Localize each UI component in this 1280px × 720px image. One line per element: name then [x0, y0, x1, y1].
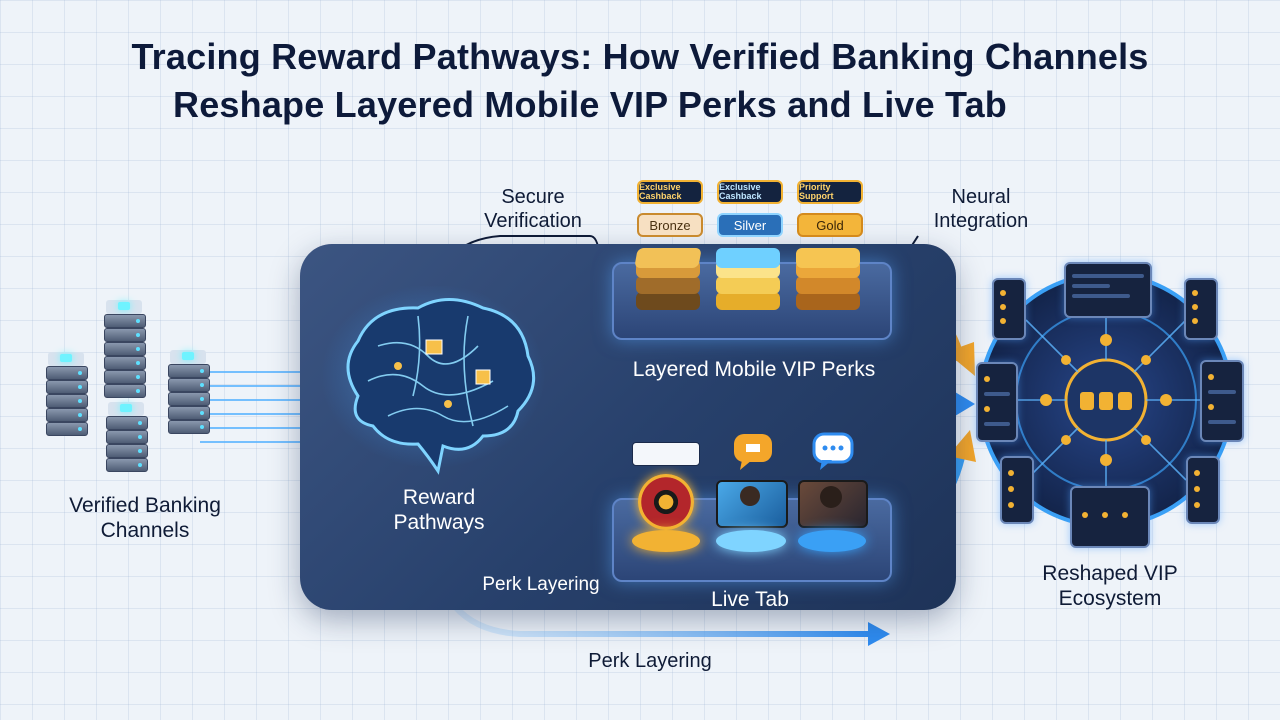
page-title-line-1: Tracing Reward Pathways: How Verified Ba… [131, 36, 1149, 77]
perk-badge-label: Priority Support [799, 182, 834, 201]
page-title-line-2: Reshape Layered Mobile VIP Perks and Liv… [173, 84, 1007, 125]
chat-bubble-icon [812, 432, 854, 470]
live-dealer-card-1 [716, 480, 788, 528]
phone-icon [1200, 360, 1244, 442]
phone-icon [1064, 262, 1152, 318]
phone-icon [1186, 456, 1220, 524]
tier-gold: Gold [797, 213, 863, 237]
tier-label: Silver [733, 217, 767, 233]
neural-integration-label: Neural Integration [933, 186, 1029, 232]
perk-badge-cashback-2: Exclusive Cashback [717, 180, 783, 204]
phone-icon [1000, 456, 1034, 524]
secure-verification-label: Secure Verification [484, 186, 582, 232]
live-dealer-card-2 [798, 480, 868, 528]
chat-bubble-icon [734, 434, 772, 470]
dealer-avatar [740, 486, 760, 506]
brain-circuit-icon [321, 286, 545, 475]
live-pad-silver [716, 530, 786, 552]
phone-icon [976, 362, 1018, 442]
phone-icon [1070, 486, 1150, 548]
perk-badge-label: Exclusive Cashback [719, 182, 762, 201]
tier-bronze: Bronze [637, 213, 703, 237]
live-tab-label: Live Tab [711, 588, 789, 611]
phone-icon [992, 278, 1026, 340]
perk-badge-label: Exclusive Cashback [639, 182, 682, 201]
reshaped-ecosystem-label: Reshaped VIP Ecosystem [1042, 562, 1178, 610]
perk-badge-priority: Priority Support [797, 180, 863, 204]
layered-perks-label: Layered Mobile VIP Perks [632, 358, 876, 381]
bronze-stack [634, 248, 702, 318]
verified-banking-label: Verified Banking Channels [69, 494, 221, 542]
live-chip-widget [632, 442, 700, 466]
phone-icon [1184, 278, 1218, 340]
center-arrow-head [955, 392, 975, 416]
perk-layering-outer-label: Perk Layering [588, 650, 712, 672]
gold-stack [796, 248, 860, 318]
tier-silver: Silver [717, 213, 783, 237]
perk-layering-inner-label: Perk Layering [482, 574, 600, 595]
reward-pathways-label: Reward Pathways [393, 486, 485, 534]
perk-badge-cashback-1: Exclusive Cashback [637, 180, 703, 204]
live-pad-bronze [632, 530, 700, 552]
roulette-wheel-icon [638, 474, 694, 530]
tier-label: Bronze [649, 217, 691, 233]
dealer-avatar [820, 486, 842, 508]
live-pad-blue [798, 530, 866, 552]
silver-stack [716, 248, 780, 318]
tier-label: Gold [816, 217, 844, 233]
